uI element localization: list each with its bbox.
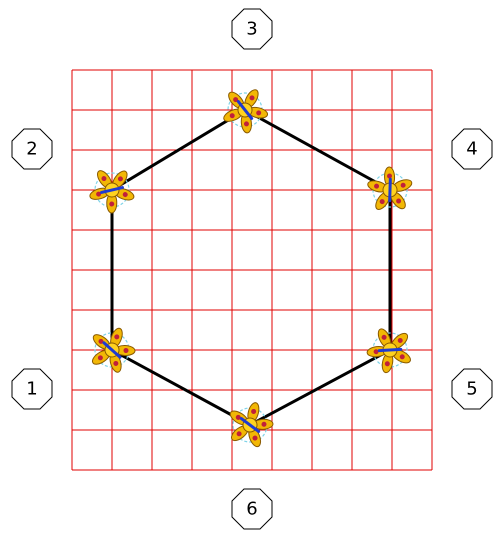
position-marker-6[interactable]: 6 <box>231 488 273 530</box>
position-label-5: 5 <box>466 379 477 400</box>
position-marker-1[interactable]: 1 <box>11 368 53 410</box>
hexagon-edges <box>110 108 392 427</box>
position-label-1: 1 <box>26 379 37 400</box>
position-marker-4[interactable]: 4 <box>451 128 493 170</box>
flower-piece-3[interactable] <box>212 76 279 142</box>
position-label-6: 6 <box>246 499 257 520</box>
position-marker-5[interactable]: 5 <box>451 368 493 410</box>
flower-piece-6[interactable] <box>220 395 281 454</box>
position-marker-2[interactable]: 2 <box>11 128 53 170</box>
position-label-3: 3 <box>246 19 257 40</box>
position-marker-3[interactable]: 3 <box>231 8 273 50</box>
hexagon-edge <box>111 108 246 192</box>
position-label-2: 2 <box>26 139 37 160</box>
hexagon-edge <box>249 348 391 427</box>
hexagon-edge <box>244 108 391 192</box>
pieces <box>78 76 422 454</box>
position-label-4: 4 <box>466 139 477 160</box>
hexagon-edge <box>111 348 251 427</box>
